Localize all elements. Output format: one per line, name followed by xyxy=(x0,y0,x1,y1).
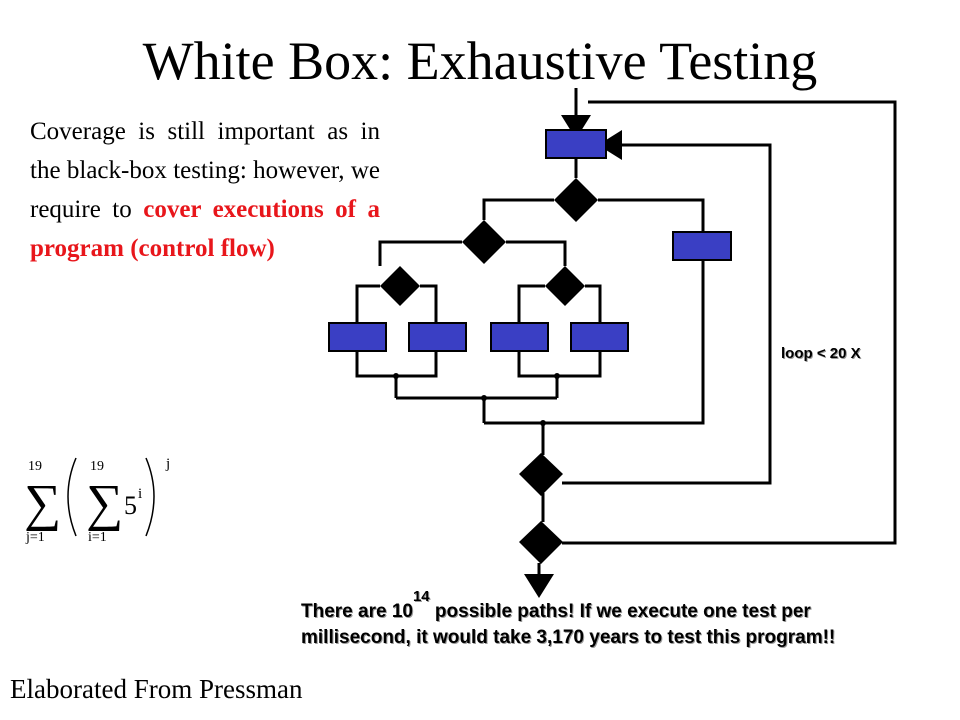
inner-sum-lower: i=1 xyxy=(88,530,107,545)
credit-text: Elaborated From Pressman xyxy=(10,674,303,704)
outer-exponent: j xyxy=(165,456,170,472)
formula-base: 5 xyxy=(124,491,137,520)
paths-note: There are 1014 possible paths! If we exe… xyxy=(301,588,861,650)
decision-diamond-3 xyxy=(380,266,420,306)
decision-diamond-5 xyxy=(519,453,563,496)
process-box-3 xyxy=(490,322,549,352)
process-box-right xyxy=(672,231,732,261)
coverage-highlight: cover executions of a program (control f… xyxy=(30,196,380,262)
inner-sum-upper: 19 xyxy=(90,459,104,474)
decision-diamond-1 xyxy=(554,178,598,222)
left-paren xyxy=(67,457,77,537)
decision-diamond-4 xyxy=(545,266,585,306)
outer-sum-sign: ∑ xyxy=(24,475,61,532)
decision-diamond-2 xyxy=(462,220,506,264)
right-paren xyxy=(145,457,155,537)
inner-exponent: i xyxy=(138,486,142,502)
junction-dots xyxy=(393,373,560,426)
paths-note-after: possible paths! If we execute one test p… xyxy=(301,601,836,648)
loop-label: loop < 20 X xyxy=(781,345,861,362)
process-box-top xyxy=(545,129,607,159)
process-box-2 xyxy=(408,322,467,352)
process-box-4 xyxy=(570,322,629,352)
outer-sum-lower: j=1 xyxy=(25,530,45,545)
flow-edges xyxy=(355,88,897,598)
slide-title: White Box: Exhaustive Testing xyxy=(142,31,818,91)
summation-formula: 19 ∑ j=1 19 ∑ i=1 5 i j xyxy=(24,456,170,545)
coverage-text: Coverage is still important as in the bl… xyxy=(30,118,380,223)
coverage-paragraph: Coverage is still important as in the bl… xyxy=(30,112,380,268)
process-boxes xyxy=(328,129,732,352)
paths-note-before: There are 10 xyxy=(301,601,413,622)
outer-sum-upper: 19 xyxy=(28,459,42,474)
decision-diamond-6 xyxy=(519,521,563,564)
process-box-1 xyxy=(328,322,387,352)
paths-note-exponent: 14 xyxy=(412,588,430,605)
decision-diamonds xyxy=(380,178,598,564)
inner-sum-sign: ∑ xyxy=(86,475,123,532)
